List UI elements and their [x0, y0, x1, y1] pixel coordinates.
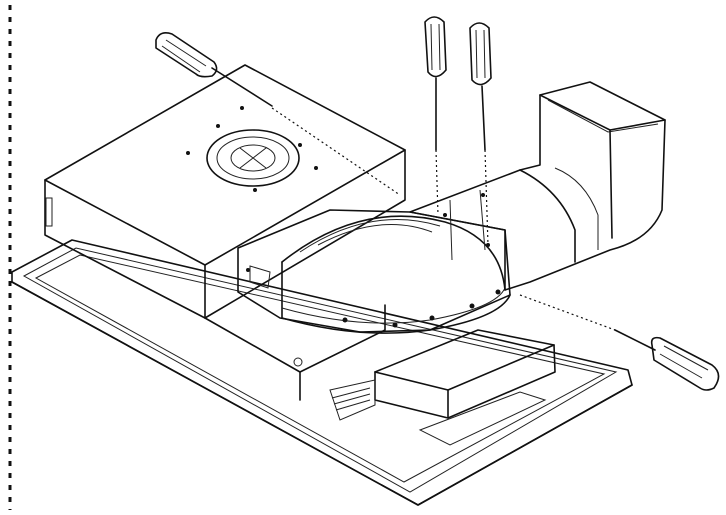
fan-motor-housing	[44, 64, 406, 401]
fan-opening	[206, 129, 300, 187]
curved-duct-adapter	[237, 209, 511, 334]
screwdriver-icon	[424, 16, 447, 151]
elbow-duct	[409, 81, 666, 291]
screwdriver-icon	[469, 22, 492, 151]
screwdriver-icon	[614, 329, 720, 391]
screw-guide-lines	[271, 107, 616, 331]
screwdriver-icon	[155, 32, 273, 107]
electronics-box	[329, 329, 556, 446]
appliance-base-tray	[11, 239, 633, 506]
